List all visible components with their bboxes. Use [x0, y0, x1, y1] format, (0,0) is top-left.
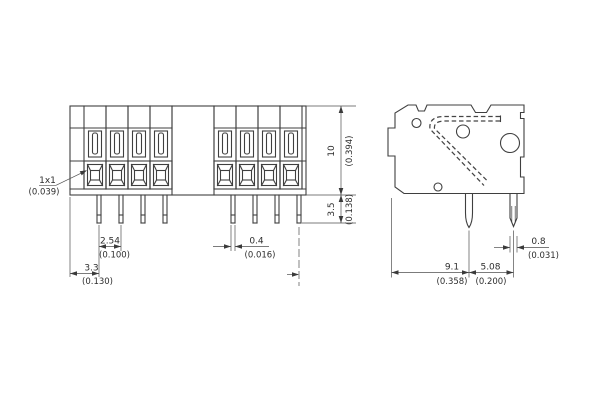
dim-row-spacing-inch: (0.200) — [476, 277, 507, 287]
dim-arrow — [503, 245, 510, 250]
dim-arrow — [338, 106, 344, 113]
solder-pin — [252, 194, 258, 224]
dim-arrow — [462, 270, 469, 275]
dim-edge-group: 3.3 (0.130) — [69, 197, 113, 287]
dim-arrow — [517, 245, 524, 250]
terminal-cell — [235, 105, 259, 190]
solder-pin — [140, 194, 146, 224]
dim-pin-width-inch: (0.016) — [245, 251, 276, 261]
dim-pin-thickness-inch: (0.031) — [528, 251, 559, 261]
solder-pin — [230, 194, 236, 224]
hidden-line — [429, 115, 500, 186]
dim-pin-pitch-mm: 2.54 — [100, 237, 120, 247]
terminal-cell — [83, 105, 107, 190]
dim-height-group: 10 (0.394) 3.5 (0.138) — [302, 105, 356, 225]
solder-pin — [96, 194, 102, 224]
dim-arrow — [469, 270, 476, 275]
screw-hole-medium — [455, 124, 471, 139]
terminal-cell — [105, 105, 129, 190]
terminal-cell — [213, 105, 237, 190]
dim-edge-to-pin-mm: 3.3 — [84, 264, 98, 274]
solder-pin — [162, 194, 168, 224]
dim-depth-group: 9.1 (0.358) 5.08 (0.200) — [391, 198, 514, 287]
terminal-group-left — [83, 105, 173, 224]
dim-pin-width-mm: 0.4 — [249, 237, 264, 247]
front-body-outline — [69, 105, 307, 196]
solder-pin — [296, 194, 302, 224]
dim-arrow — [70, 271, 77, 276]
spring-contact-hidden-lines — [429, 115, 502, 186]
dim-pin-square-inch: (0.039) — [29, 188, 60, 198]
dim-depth-to-pin-mm: 9.1 — [445, 263, 459, 273]
solder-pin — [118, 194, 124, 224]
dim-arrow — [338, 188, 344, 195]
dim-body-height-mm: 10 — [327, 145, 337, 157]
terminal-cell — [257, 105, 281, 190]
terminal-cell — [279, 105, 303, 190]
dim-pin-pitch-inch: (0.100) — [99, 251, 130, 261]
hole-bottom — [433, 182, 443, 192]
dim-row-spacing-mm: 5.08 — [480, 263, 500, 273]
side-pin-back-row — [509, 192, 518, 228]
side-body-outline — [387, 104, 525, 195]
hidden-line — [433, 120, 500, 182]
solder-pin — [274, 194, 280, 224]
dim-pin-square-mm: 1x1 — [39, 176, 56, 186]
dim-arrow — [224, 244, 231, 249]
dim-arrow — [292, 272, 299, 277]
side-view: 0.8 (0.031) 9.1 (0.358) 5.08 (0.200) — [387, 104, 559, 287]
dim-pitch-group: 2.54 (0.100) — [98, 225, 130, 277]
terminal-cell — [149, 105, 173, 190]
dim-pin-length-mm: 3.5 — [327, 202, 337, 216]
screw-hole-small — [411, 117, 422, 129]
dim-pinthickness-group: 0.8 (0.031) — [494, 236, 559, 261]
terminal-group-right — [213, 105, 303, 224]
dim-arrow — [506, 270, 514, 275]
front-view: 1x1 (0.039) 10 (0.394) 3.5 (0.138) — [29, 105, 356, 287]
dim-arrow — [391, 270, 399, 275]
dim-pinwidth-group: 0.4 (0.016) — [213, 225, 275, 261]
dim-pin-square: 1x1 (0.039) — [29, 168, 89, 198]
dim-body-height-inch: (0.394) — [345, 136, 355, 167]
dim-arrow — [338, 195, 344, 202]
dim-arrow — [338, 216, 344, 223]
side-pin-front-row — [464, 192, 474, 229]
dim-arrow — [235, 244, 242, 249]
terminal-cell — [127, 105, 151, 190]
dim-depth-to-pin-inch: (0.358) — [437, 277, 468, 287]
pin-centerline-group — [287, 227, 300, 286]
dim-pin-thickness-mm: 0.8 — [531, 237, 546, 247]
dim-pin-length-inch: (0.138) — [345, 194, 355, 225]
wire-entry-hole — [499, 132, 521, 154]
dim-edge-to-pin-inch: (0.130) — [82, 277, 113, 287]
front-body-section-lines — [69, 105, 307, 196]
